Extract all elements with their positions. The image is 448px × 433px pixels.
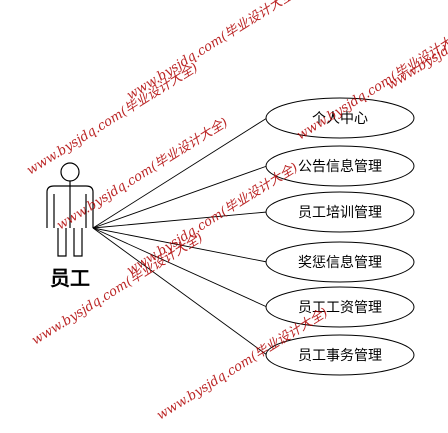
association-line [92, 117, 268, 229]
association-line [92, 165, 268, 229]
use-case-label: 奖惩信息管理 [298, 254, 382, 271]
actor-legs [57, 228, 83, 257]
association-line [92, 227, 268, 356]
use-case-label: 员工培训管理 [298, 205, 382, 221]
use-case-label: 个人中心 [312, 111, 368, 127]
actor-label: 员工 [50, 266, 90, 290]
use-case: 奖惩信息管理 [265, 241, 415, 283]
actor-employee: 员工 [46, 162, 94, 290]
use-case-ellipse [265, 97, 415, 139]
watermark-text: www.bysjdq.com(毕业设计大全) [384, 0, 448, 93]
use-case-label: 员工工资管理 [298, 300, 382, 316]
use-case-ellipse [265, 334, 415, 376]
use-case-label: 公告信息管理 [298, 158, 382, 175]
actor-head [60, 162, 80, 182]
use-case: 员工培训管理 [265, 191, 415, 233]
association-lines [92, 117, 268, 356]
association-line [92, 227, 268, 263]
use-case-ellipse [265, 145, 415, 187]
association-line [92, 227, 268, 308]
actor-shoulders [46, 185, 94, 228]
watermark-text: www.bysjdq.com(毕业设计大全) [124, 0, 301, 103]
association-line [92, 211, 268, 229]
use-case: 个人中心 [265, 97, 415, 139]
use-case-ellipse [265, 191, 415, 233]
use-case: 公告信息管理 [265, 145, 415, 187]
use-case-ellipse [265, 241, 415, 283]
use-case-ellipse [265, 286, 415, 328]
use-case-label: 员工事务管理 [298, 348, 382, 364]
use-case: 员工工资管理 [265, 286, 415, 328]
use-case: 员工事务管理 [265, 334, 415, 376]
